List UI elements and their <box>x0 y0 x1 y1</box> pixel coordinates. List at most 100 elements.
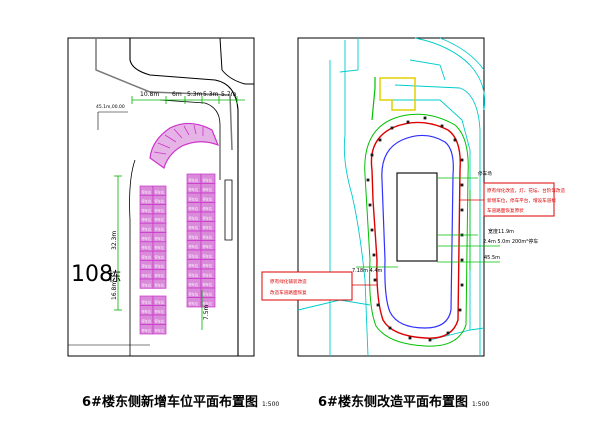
parking-stall-label: 停车位 <box>203 282 213 287</box>
dim-text-2: 6m <box>172 91 182 98</box>
right-site-plan: 原有绿化改造，灯、花坛、台阶等改造 新增车位，停车平台，增设车道标 车道路面恢复… <box>261 37 566 357</box>
parking-stall-label: 停车位 <box>189 197 199 202</box>
parking-stall-label: 停车位 <box>189 178 199 183</box>
track-marker <box>370 153 374 157</box>
parking-stall-label: 停车位 <box>155 328 165 333</box>
track-marker <box>428 338 432 342</box>
track-markers <box>366 116 464 342</box>
red-note-right: 原有绿化改造，灯、花坛、台阶等改造 新增车位，停车平台，增设车道标 车道路面恢复… <box>460 182 566 217</box>
curved-parking-strip <box>149 122 220 169</box>
dim-text-3: 5.3m <box>187 91 203 98</box>
site-line <box>414 37 486 111</box>
dim-text-1: 10.8m <box>140 91 159 98</box>
parking-stall-label: 停车位 <box>203 206 213 211</box>
track-marker <box>460 283 464 287</box>
parking-stall-label: 停车位 <box>203 225 213 230</box>
dim-text-right: 7.5m <box>203 304 210 320</box>
green-outline <box>371 77 376 121</box>
site-line <box>339 38 359 73</box>
parking-stall-label: 停车位 <box>203 292 213 297</box>
dim-text-left-lower: 16.8m <box>111 281 118 300</box>
red-note-left: 原有绿化铺装改造 改造车道路面恢复 <box>261 271 377 301</box>
parking-stall-label: 停车位 <box>142 273 152 278</box>
parking-stall-label: 停车位 <box>142 199 152 204</box>
green-border <box>364 113 469 347</box>
red-note-text-left-2: 改造车道路面恢复 <box>270 289 307 296</box>
site-line <box>409 59 446 81</box>
parking-stall-label: 停车位 <box>142 227 152 232</box>
parking-stall-label: 停车位 <box>142 319 152 324</box>
parking-stall-label: 停车位 <box>189 292 199 297</box>
track-marker <box>378 138 382 142</box>
track-marker <box>376 303 380 307</box>
parking-stall-label: 停车位 <box>155 273 165 278</box>
track-marker <box>372 253 376 257</box>
track-marker <box>366 178 370 182</box>
track-marker <box>440 124 444 128</box>
track-marker <box>423 116 427 120</box>
parking-stall-label: 停车位 <box>142 254 152 259</box>
parking-stall-label: 停车位 <box>155 199 165 204</box>
parking-stall-label: 停车位 <box>142 309 152 314</box>
road-west-line <box>129 159 136 356</box>
track-marker <box>446 331 450 335</box>
blue-track <box>381 134 454 329</box>
track-marker <box>388 326 392 330</box>
parking-stall-label: 停车位 <box>142 189 152 194</box>
parking-stall-label: 停车位 <box>142 264 152 269</box>
road-inner-line <box>159 99 221 180</box>
parking-stall-label: 停车位 <box>155 217 165 222</box>
red-note-box-right <box>483 182 555 217</box>
curved-parking-dividers <box>153 124 204 155</box>
parking-stall <box>152 324 167 335</box>
parking-stall-label: 停车位 <box>142 236 152 241</box>
parking-stall <box>152 278 167 289</box>
parking-stall-label: 停车位 <box>155 300 165 305</box>
track-marker <box>453 138 457 142</box>
parking-stall-label: 停车位 <box>203 197 213 202</box>
red-note-box-left <box>261 271 353 301</box>
dimension-lines <box>97 96 245 330</box>
field-rectangle <box>396 172 438 262</box>
parking-stall-label: 停车位 <box>189 244 199 249</box>
track-marker <box>460 183 464 187</box>
dim-label-3: 45.5m <box>484 255 500 261</box>
parking-stall-label: 停车位 <box>142 245 152 250</box>
dim-text-left: 32.3m <box>111 231 118 250</box>
track-marker <box>368 203 372 207</box>
building-number: 108 <box>71 262 113 287</box>
parking-stall-label: 停车位 <box>203 263 213 268</box>
parking-stall-label: 停车位 <box>189 263 199 268</box>
pointer-lines <box>356 177 500 270</box>
parking-stall-label: 停车位 <box>189 187 199 192</box>
dim-label-1: 宽度11.9m <box>488 228 514 235</box>
parking-stall-label: 停车位 <box>189 282 199 287</box>
track-marker <box>458 308 462 312</box>
parking-stall-label: 停车位 <box>142 328 152 333</box>
track-marker <box>460 258 464 262</box>
curved-parking-area <box>149 122 220 169</box>
track-marker <box>373 278 377 282</box>
right-caption-scale: 1:500 <box>471 401 490 408</box>
track-marker <box>460 208 464 212</box>
road-edge-top <box>219 37 254 85</box>
dim-label-left: 7.18m 4.4m <box>352 268 383 274</box>
track-marker <box>460 158 464 162</box>
red-note-text-left-1: 原有绿化铺装改造 <box>270 278 307 285</box>
red-note-text-1: 原有绿化改造，灯、花坛、台阶等改造 <box>487 187 566 194</box>
parking-stall-label: 停车位 <box>203 244 213 249</box>
parking-stall-label: 停车位 <box>155 227 165 232</box>
label-top: 停车场 <box>478 170 492 177</box>
parking-stall <box>200 297 216 308</box>
parking-stall-label: 停车位 <box>155 254 165 259</box>
parking-stall-label: 停车位 <box>155 319 165 324</box>
parking-stall-label: 停车位 <box>142 300 152 305</box>
parking-rows: 停车位停车位停车位停车位停车位停车位停车位停车位停车位停车位停车位停车位停车位停… <box>139 173 216 335</box>
track-marker <box>406 120 410 124</box>
red-note-text-3: 车道路面恢复原状 <box>487 207 524 214</box>
red-note-text-2: 新增车位，停车平台，增设车道标 <box>487 197 556 204</box>
parking-stall-label: 停车位 <box>203 273 213 278</box>
parking-stall-label: 停车位 <box>155 264 165 269</box>
